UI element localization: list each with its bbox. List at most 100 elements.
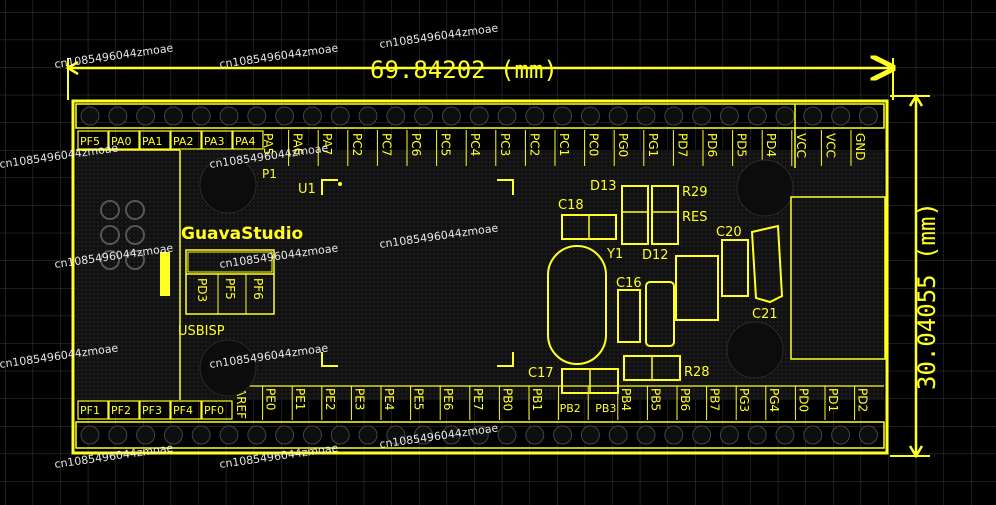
bottom-pin-label: PD2 [856, 388, 870, 412]
top-pin-label: PC2 [350, 133, 364, 156]
bottom-pin-label: PF3 [142, 404, 162, 417]
header-pad [664, 425, 684, 445]
header-pad [831, 425, 851, 445]
bottom-pin-label: PD1 [826, 388, 840, 412]
header-pad [858, 425, 878, 445]
header-pad [608, 106, 628, 126]
header-pad [775, 425, 795, 445]
d13-diode [621, 185, 649, 245]
bottom-header [75, 421, 885, 449]
isp-pin-label: PF5 [223, 278, 237, 300]
header-pad [247, 425, 267, 445]
header-pad [302, 106, 322, 126]
top-pin-label: VCC [794, 133, 808, 158]
bottom-pin-label: PB6 [678, 388, 692, 411]
isp-pin-label: PF6 [251, 278, 265, 300]
header-pad [275, 106, 295, 126]
u1-chip: U1 [298, 179, 514, 367]
header-pad [747, 106, 767, 126]
header-pad [692, 425, 712, 445]
top-pin-label: PD4 [764, 133, 778, 157]
bottom-pin-label: PB3 [595, 402, 616, 415]
top-pin-label: PC7 [379, 133, 393, 156]
header-pad [469, 425, 489, 445]
top-pin-label: PC0 [587, 133, 601, 156]
isp-pin-label: PD3 [195, 278, 209, 302]
bottom-pin-label: AREF [234, 388, 248, 419]
header-pad [636, 425, 656, 445]
usb-connector [76, 149, 181, 400]
header-pad [330, 425, 350, 445]
header-pad [386, 106, 406, 126]
top-pin-label: PA3 [204, 135, 224, 148]
right-connector [790, 196, 886, 360]
header-pad [719, 425, 739, 445]
header-pad [664, 106, 684, 126]
y1-crystal [547, 245, 607, 365]
header-pad [191, 106, 211, 126]
header-pad [302, 425, 322, 445]
r28-label: R28 [684, 365, 710, 380]
bottom-pin-label: PE2 [323, 388, 337, 410]
header-pad [108, 425, 128, 445]
header-pad [330, 106, 350, 126]
bottom-pin-label: PF1 [80, 404, 100, 417]
header-pad [247, 106, 267, 126]
pin-box [201, 400, 233, 420]
bottom-pin-label: PF4 [173, 404, 193, 417]
header-pad [358, 425, 378, 445]
bottom-pin-label: PE4 [382, 388, 396, 410]
header-pad [636, 106, 656, 126]
top-pin-label: PC5 [439, 133, 453, 156]
header-pad [608, 425, 628, 445]
header-pad [469, 106, 489, 126]
top-pin-label: PD6 [705, 133, 719, 157]
top-pin-label: PD5 [735, 133, 749, 157]
pin-box [232, 130, 264, 150]
header-pad [80, 106, 100, 126]
header-pad [719, 106, 739, 126]
header-pad [136, 106, 156, 126]
top-pin-label: PC4 [468, 133, 482, 156]
header-pad [831, 106, 851, 126]
c18-label: C18 [558, 198, 584, 213]
d12-label: D12 [642, 248, 669, 263]
bottom-pin-label: PE6 [441, 388, 455, 410]
top-pin-label: PC6 [409, 133, 423, 156]
bottom-pin-label: PE5 [412, 388, 426, 410]
u1-label: U1 [298, 182, 316, 197]
top-pin-label: PA7 [320, 133, 334, 155]
top-pin-label: PF5 [80, 135, 100, 148]
header-pad [525, 425, 545, 445]
top-pin-label: VCC [823, 133, 837, 158]
header-pad [580, 425, 600, 445]
c16-capacitor-b [645, 281, 675, 347]
top-pin-label: PC1 [557, 133, 571, 156]
header-pad [858, 106, 878, 126]
bottom-pin-label: PB2 [560, 402, 581, 415]
top-pin-label: PA4 [235, 135, 255, 148]
c18-capacitor: C18 [558, 198, 617, 240]
c16-capacitor-a [617, 289, 641, 343]
bottom-pin-label: PE7 [471, 388, 485, 410]
header-pad [497, 106, 517, 126]
pin-box [139, 130, 171, 150]
top-pin-label: GND [853, 133, 867, 161]
header-pad [219, 106, 239, 126]
c16-label: C16 [616, 276, 642, 291]
bottom-pin-label: PD0 [796, 388, 810, 412]
pin-box [77, 400, 109, 420]
top-pin-label: PA0 [111, 135, 131, 148]
height-dimension: 30.04055 (mm) [890, 93, 941, 459]
isp-header: PD3 PF5 PF6 [185, 249, 275, 315]
bottom-pin-label: PB0 [500, 388, 514, 411]
header-pad [80, 425, 100, 445]
pin-box [139, 400, 171, 420]
header-pad [747, 425, 767, 445]
p1-label: P1 [262, 167, 277, 181]
res-label: RES [682, 210, 708, 225]
pin-box [108, 400, 140, 420]
header-pad [775, 106, 795, 126]
width-dimension: 69.84202 (mm) [65, 56, 893, 100]
